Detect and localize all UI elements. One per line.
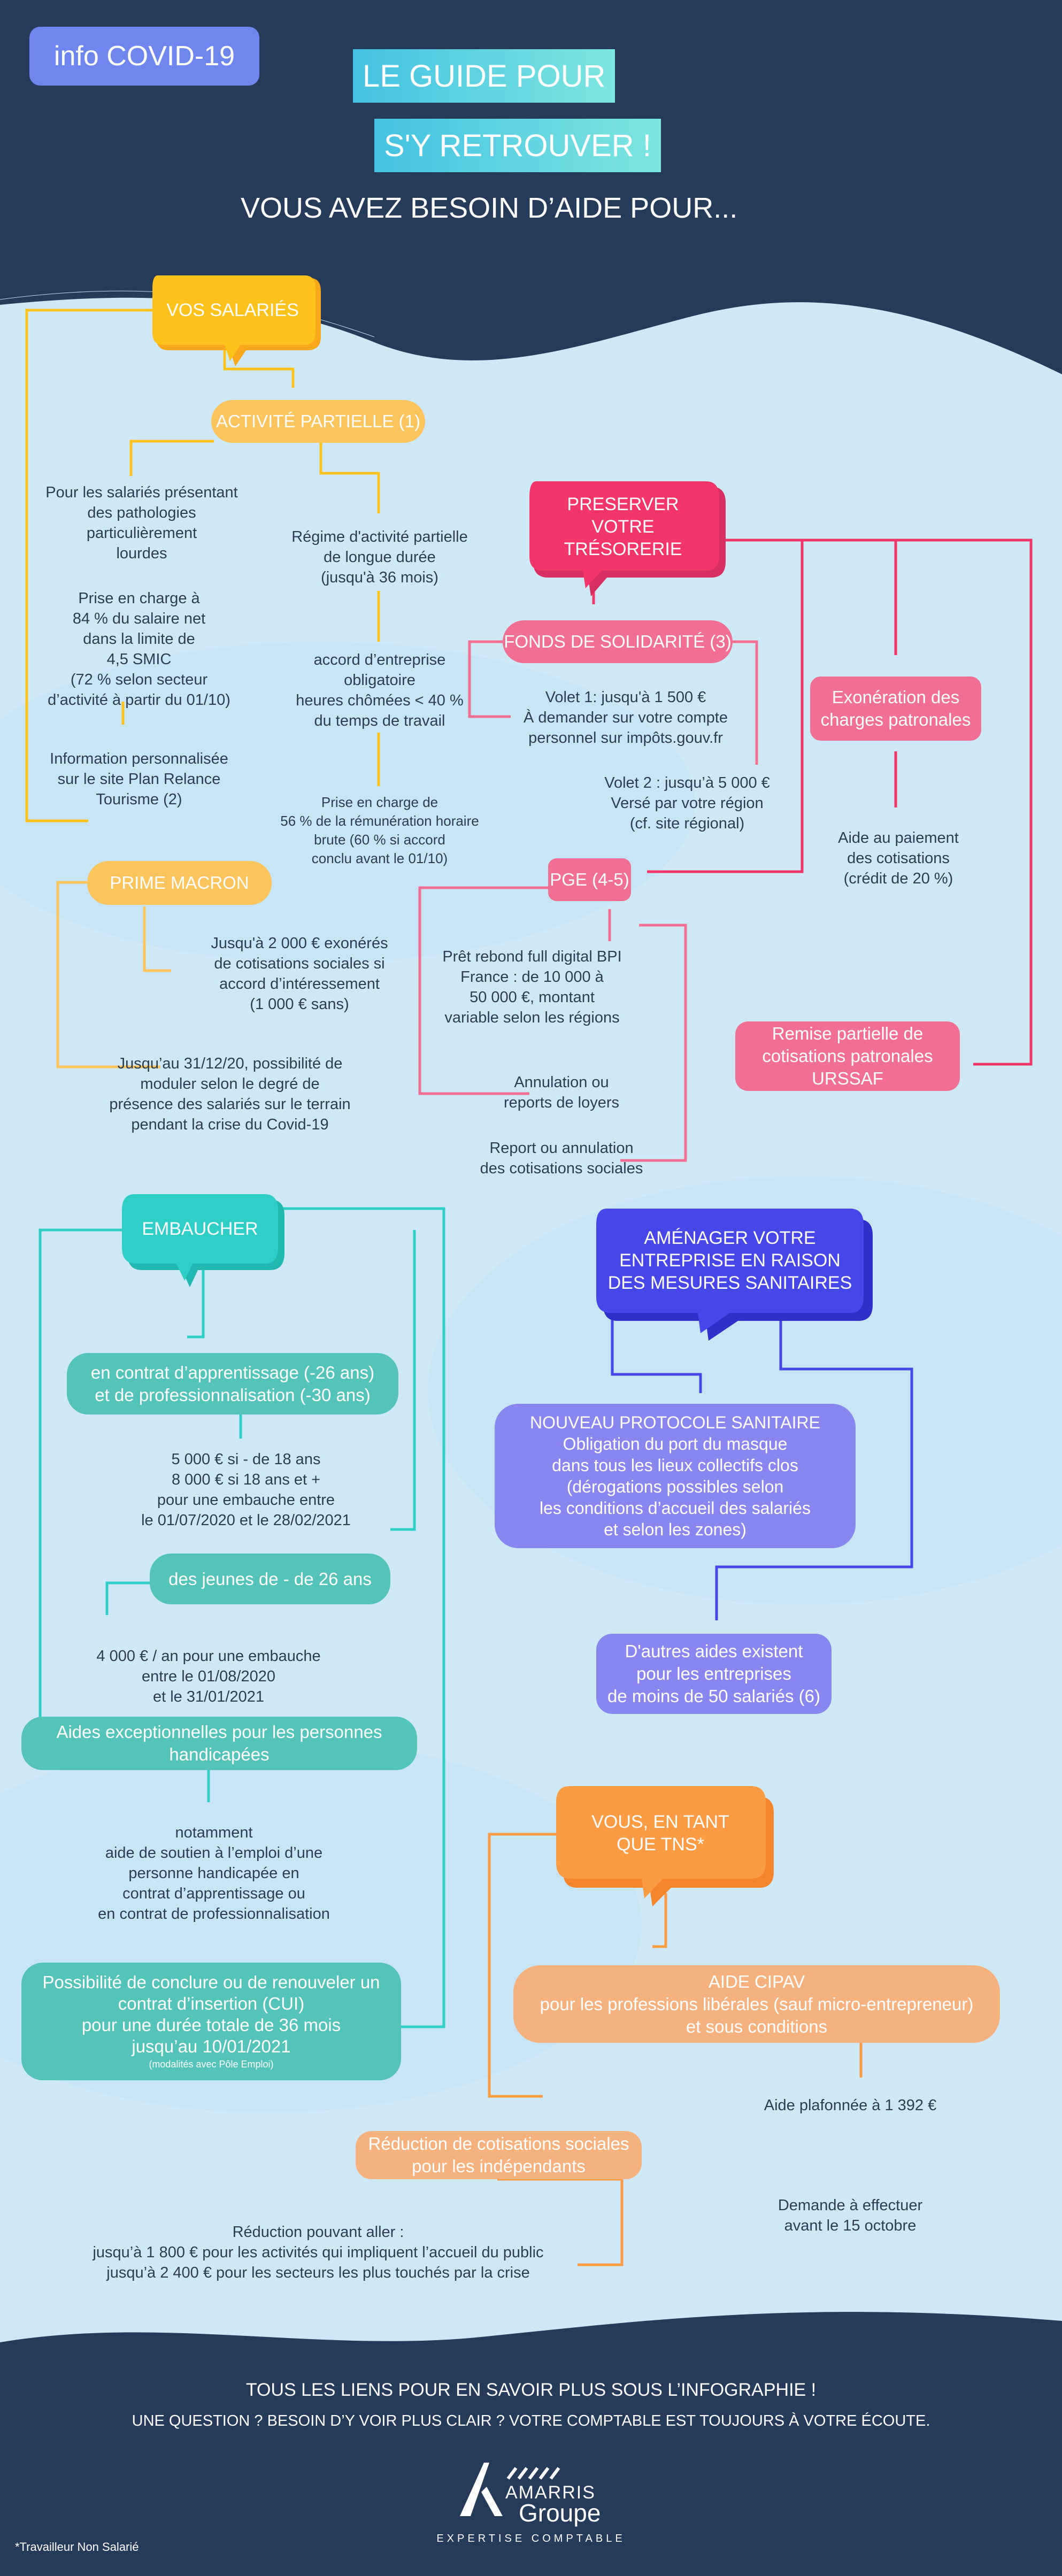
- title-line-1: LE GUIDE POUR: [353, 49, 615, 103]
- title-line-2-text: S'Y RETROUVER !: [384, 128, 651, 163]
- subtitle: VOUS AVEZ BESOIN D’AIDE POUR...: [241, 192, 738, 224]
- pathologies-text: Pour les salariés présentant des patholo…: [45, 484, 238, 562]
- volet2-text: Volet 2 : jusqu’à 5 000 € Versé par votr…: [604, 774, 770, 832]
- accord-text: accord d’entreprise obligatoire heures c…: [296, 651, 464, 729]
- pge-pill: PGE (4-5): [548, 858, 631, 901]
- autres-aides-pill: D'autres aides existent pour les entrepr…: [596, 1634, 832, 1714]
- prise-56-text: Prise en charge de 56 % de la rémunérati…: [280, 794, 479, 866]
- tresorerie-bubble-shape: [529, 481, 726, 596]
- volet1-text: Volet 1: jusqu'à 1 500 € À demander sur …: [523, 689, 728, 747]
- footnote: *Travailleur Non Salarié: [15, 2540, 139, 2554]
- activite-partielle-pill: ACTIVITÉ PARTIELLE (1): [211, 400, 425, 443]
- reduction-detail-text: Réduction pouvant aller : jusqu’à 1 800 …: [93, 2224, 544, 2281]
- montants-text: 5 000 € si - de 18 ans 8 000 € si 18 ans…: [141, 1451, 351, 1529]
- pret-text: Prêt rebond full digital BPI France : de…: [442, 948, 622, 1026]
- amenager-bubble-shape: [596, 1209, 873, 1341]
- remise-pill: Remise partielle de cotisations patronal…: [735, 1021, 960, 1091]
- amarris-logo-mark-icon: [460, 2463, 503, 2516]
- salaries-bubble: VOS SALARIÉS: [166, 300, 299, 320]
- amarris-logo-stripes-icon: [506, 2467, 560, 2480]
- embaucher-bubble-shape: [122, 1194, 284, 1287]
- salaries-bubble-shape: [152, 275, 321, 366]
- prime-macron-pill: PRIME MACRON: [87, 861, 272, 905]
- prime-2000-text: Jusqu'à 2 000 € exonérés de cotisations …: [211, 935, 388, 1013]
- report-text: Report ou annulation des cotisations soc…: [480, 1140, 643, 1177]
- reduction-pill: Réduction de cotisations sociales pour l…: [356, 2131, 642, 2179]
- embaucher-bubble: EMBAUCHER: [142, 1219, 258, 1239]
- demande-text: Demande à effectuer avant le 15 octobre: [778, 2197, 923, 2234]
- cui-pill: Possibilité de conclure ou de renouveler…: [21, 1963, 401, 2080]
- tns-bubble: VOUS, EN TANT QUE TNS*: [591, 1811, 729, 1855]
- handicap-detail-text: notamment aide de soutien à l’emploi d’u…: [98, 1824, 330, 1923]
- amenager-bubble: AMÉNAGER VOTRE ENTREPRISE EN RAISON DES …: [607, 1228, 852, 1293]
- footer-line-2: UNE QUESTION ? BESOIN D’Y VOIR PLUS CLAI…: [132, 2412, 930, 2429]
- regime-text: Régime d'activité partielle de longue du…: [291, 528, 468, 586]
- cui-note: (modalités avec Pôle Emploi): [149, 2059, 274, 2070]
- handicap-pill: Aides exceptionnelles pour les personnes…: [21, 1717, 417, 1770]
- title-line-2: S'Y RETROUVER !: [374, 119, 661, 172]
- tns-bubble-shape: [556, 1786, 774, 1906]
- amarris-logo-line1: AMARRIS: [505, 2482, 596, 2503]
- jeunes-pill: des jeunes de - de 26 ans: [150, 1554, 390, 1604]
- annulation-text: Annulation ou reports de loyers: [504, 1074, 619, 1111]
- prime-3112-text: Jusqu’au 31/12/20, possibilité de module…: [109, 1055, 351, 1133]
- protocole-pill: NOUVEAU PROTOCOLE SANITAIRE Obligation d…: [495, 1404, 856, 1548]
- covid-badge-label: info COVID-19: [53, 41, 235, 72]
- information-text: Information personnalisée sur le site Pl…: [50, 750, 228, 808]
- prise-en-charge-text: Prise en charge à 84 % du salaire net da…: [48, 590, 230, 709]
- aide-paiement-text: Aide au paiement des cotisations (crédit…: [838, 829, 959, 887]
- covid-badge: info COVID-19: [29, 27, 259, 86]
- amarris-logo: AMARRIS Groupe: [455, 2460, 631, 2529]
- tresorerie-bubble: PRESERVER VOTRE TRÉSORERIE: [564, 494, 682, 559]
- amarris-logo-line2: Groupe: [519, 2499, 601, 2527]
- amarris-tagline: EXPERTISE COMPTABLE: [436, 2533, 626, 2544]
- plafonnee-text: Aide plafonnée à 1 392 €: [764, 2097, 937, 2114]
- jeunes-montant-text: 4 000 € / an pour une embauche entre le …: [96, 1648, 321, 1705]
- title-line-1-text: LE GUIDE POUR: [363, 58, 606, 94]
- fonds-solidarite-pill: FONDS DE SOLIDARITÉ (3): [503, 620, 733, 663]
- footer-line-1: TOUS LES LIENS POUR EN SAVOIR PLUS SOUS …: [245, 2380, 817, 2400]
- cui-text: Possibilité de conclure ou de renouveler…: [42, 1972, 380, 2056]
- cipav-pill: AIDE CIPAV pour les professions libérale…: [513, 1965, 1000, 2043]
- apprentissage-pill: en contrat d’apprentissage (-26 ans) et …: [67, 1353, 398, 1414]
- exoneration-pill: Exonération des charges patronales: [810, 676, 981, 741]
